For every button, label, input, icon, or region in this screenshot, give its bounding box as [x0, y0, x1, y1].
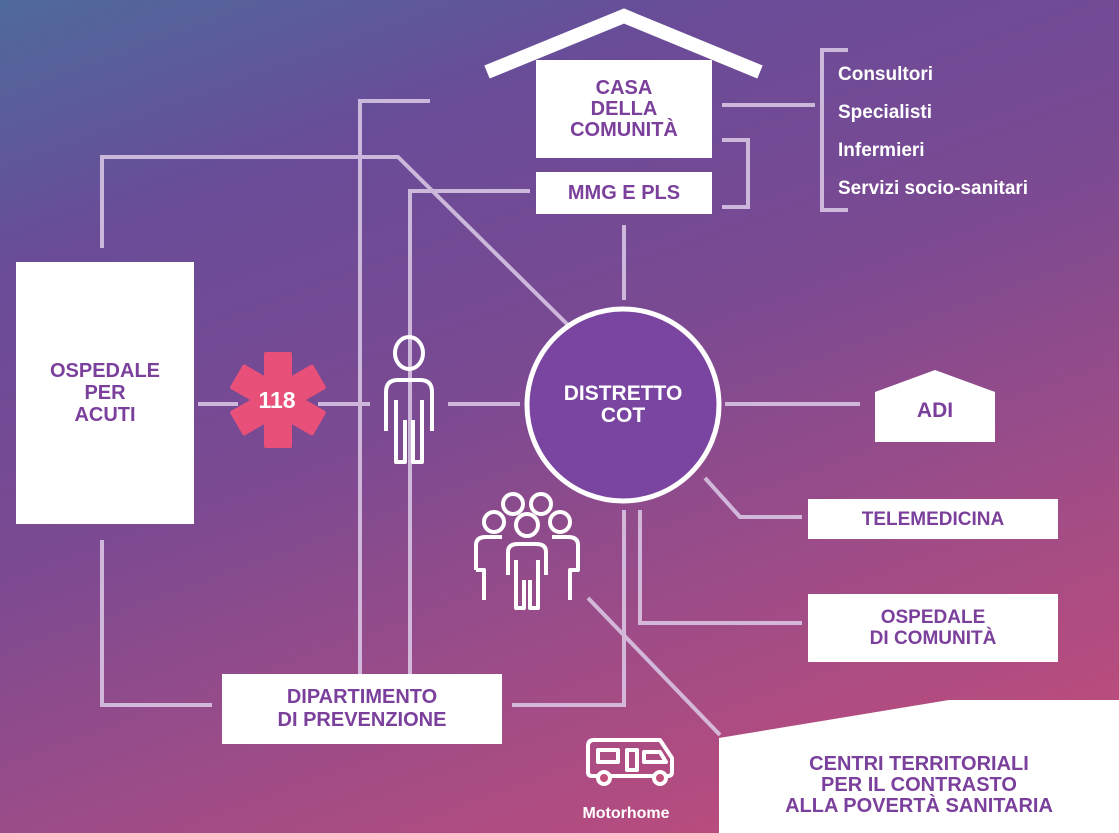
- person-icon: [384, 335, 434, 464]
- dipartimento-line1: DIPARTIMENTO: [286, 686, 438, 708]
- centri-line2: PER IL CONTRASTO: [821, 773, 1017, 796]
- ospedale-acuti-line1: OSPEDALE: [49, 360, 161, 382]
- dipartimento-box: DIPARTIMENTO DI PREVENZIONE: [222, 674, 502, 744]
- mmg-label: MMG E PLS: [567, 182, 681, 204]
- dipartimento-line2: DI PREVENZIONE: [277, 709, 447, 731]
- telemedicina-label: TELEMEDICINA: [861, 508, 1005, 530]
- ospedale-acuti-line3: ACUTI: [74, 404, 136, 426]
- service-item-infermieri: Infermieri: [838, 140, 925, 161]
- centri-line3: ALLA POVERTÀ SANITARIA: [785, 794, 1053, 817]
- ospedale-comunita-line2: DI COMUNITÀ: [869, 628, 997, 649]
- casa-line2: DELLA: [590, 97, 658, 120]
- ospedale-acuti-line2: PER: [84, 382, 126, 404]
- telemedicina-box: TELEMEDICINA: [808, 499, 1058, 539]
- distretto-line1: DISTRETTO: [563, 381, 683, 405]
- adi-label: ADI: [916, 398, 954, 422]
- service-item-servizi: Servizi socio-sanitari: [838, 178, 1029, 199]
- house-roof-icon: [484, 8, 763, 79]
- service-item-consultori: Consultori: [838, 64, 933, 85]
- mmg-pls-box: MMG E PLS: [536, 172, 712, 214]
- distretto-circle: [524, 306, 722, 504]
- centri-shape: [719, 700, 1119, 833]
- emergency-label: 118: [258, 386, 296, 413]
- ospedale-acuti-box: OSPEDALE PER ACUTI: [16, 262, 194, 524]
- ospedale-comunita-line1: OSPEDALE: [880, 607, 986, 628]
- centri-line1: CENTRI TERRITORIALI: [809, 752, 1029, 775]
- group-people-icon: [474, 492, 580, 610]
- casa-della-comunita-box: CASA DELLA COMUNITÀ: [536, 60, 712, 158]
- adi-house-shape: [875, 370, 995, 442]
- casa-line3: COMUNITÀ: [570, 118, 678, 141]
- distretto-label: DISTRETTO COT: [523, 305, 723, 505]
- casa-line1: CASA: [595, 76, 653, 99]
- motorhome-icon: [586, 738, 674, 786]
- distretto-line2: COT: [600, 404, 646, 427]
- service-item-specialisti: Specialisti: [838, 102, 932, 123]
- star-of-life-icon: [230, 352, 326, 448]
- centri-label: CENTRI TERRITORIALI PER IL CONTRASTO ALL…: [719, 740, 1119, 830]
- motorhome-label: Motorhome: [582, 805, 670, 822]
- ospedale-comunita-box: OSPEDALE DI COMUNITÀ: [808, 594, 1058, 662]
